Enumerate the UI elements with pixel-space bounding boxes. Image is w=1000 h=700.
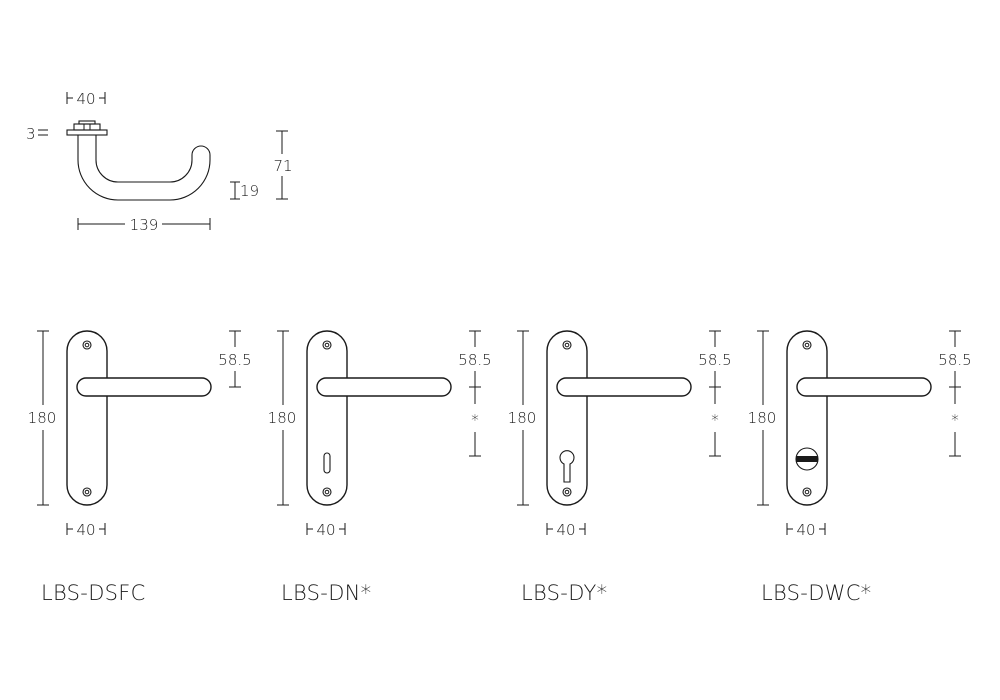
offset-label: 58.5 — [698, 351, 731, 369]
plate-width-dimension: 40 — [546, 521, 586, 539]
plate-width-label: 40 — [76, 521, 95, 539]
model-code: LBS-DN* — [281, 581, 371, 605]
model-code: LBS-DWC* — [761, 581, 872, 605]
euro-cylinder-icon — [559, 450, 575, 483]
plate-height-dimension: 180 — [508, 330, 537, 506]
model-code: LBS-DY* — [521, 581, 607, 605]
model-lbs-dwc: 180 58.5 * 40 LBS-DWC* — [748, 330, 972, 605]
plate-height-dimension: 180 — [748, 330, 777, 506]
diameter-label: 19 — [240, 182, 259, 200]
offset-dimension: 58.5 * — [938, 330, 972, 457]
offset-label: 58.5 — [218, 351, 251, 369]
plate-height-label: 180 — [268, 409, 297, 427]
model-lbs-dsfc: 180 58.5 40 LBS-DSFC — [28, 330, 252, 605]
plate-height-dimension: 180 — [28, 330, 57, 506]
thickness-dimension: 3 — [26, 125, 48, 143]
screw-bottom-icon — [322, 487, 332, 497]
rose-width-dimension: 40 — [66, 90, 106, 108]
offset-dimension: 58.5 * — [458, 330, 492, 457]
lever — [316, 377, 452, 397]
model-lbs-dy: 180 58.5 * 40 LBS-DY* — [508, 330, 732, 605]
model-code: LBS-DSFC — [41, 581, 146, 605]
variable-dimension-label: * — [711, 411, 719, 429]
offset-label: 58.5 — [938, 351, 971, 369]
plate-height-label: 180 — [508, 409, 537, 427]
plate-width-label: 40 — [796, 521, 815, 539]
backplate — [66, 330, 108, 506]
model-lbs-dn: 180 58.5 * 40 LBS-DN* — [268, 330, 492, 605]
variable-dimension-label: * — [951, 411, 959, 429]
rose-profile — [66, 120, 108, 136]
plate-width-dimension: 40 — [66, 521, 106, 539]
offset-label: 58.5 — [458, 351, 491, 369]
screw-top-icon — [322, 340, 332, 350]
plate-width-label: 40 — [316, 521, 335, 539]
screw-bottom-icon — [802, 487, 812, 497]
screw-bottom-icon — [82, 487, 92, 497]
plate-height-label: 180 — [748, 409, 777, 427]
offset-dimension: 58.5 — [218, 330, 252, 388]
height-label: 71 — [273, 157, 292, 175]
screw-bottom-icon — [562, 487, 572, 497]
screw-top-icon — [562, 340, 572, 350]
lever — [556, 377, 692, 397]
lever — [796, 377, 932, 397]
wc-turn-icon — [795, 447, 819, 471]
length-label: 139 — [130, 216, 159, 234]
backplate — [786, 330, 828, 506]
length-dimension: 139 — [77, 216, 211, 234]
rose-width-label: 40 — [76, 90, 95, 108]
variable-dimension-label: * — [471, 411, 479, 429]
backplate — [306, 330, 348, 506]
screw-top-icon — [802, 340, 812, 350]
lever — [76, 377, 212, 397]
offset-dimension: 58.5 * — [698, 330, 732, 457]
plate-height-dimension: 180 — [268, 330, 297, 506]
screw-top-icon — [82, 340, 92, 350]
backplate — [546, 330, 588, 506]
thickness-label: 3 — [26, 125, 36, 143]
plate-height-label: 180 — [28, 409, 57, 427]
diameter-dimension: 19 — [230, 181, 259, 200]
plate-width-dimension: 40 — [306, 521, 346, 539]
plate-width-label: 40 — [556, 521, 575, 539]
plate-width-dimension: 40 — [786, 521, 826, 539]
handle-profile — [77, 135, 211, 201]
height-dimension: 71 — [273, 130, 293, 200]
keyhole-icon — [323, 452, 331, 474]
side-view: 40 3 139 — [26, 90, 293, 234]
